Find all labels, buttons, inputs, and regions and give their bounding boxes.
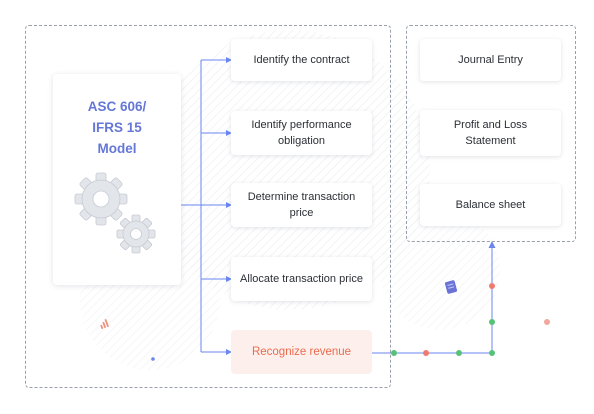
step-label: Identify the contract: [253, 54, 350, 66]
step-label: Allocate transaction price: [240, 273, 363, 285]
process-region: [25, 25, 391, 388]
connector-dot: [489, 283, 495, 289]
decor-dot: [151, 357, 155, 361]
step-allocate-price: Allocate transaction price: [231, 257, 372, 301]
connector-dot: [423, 350, 429, 356]
model-card: ASC 606/ IFRS 15 Model: [53, 74, 181, 285]
connector-dot: [456, 350, 462, 356]
model-title-line: Model: [97, 141, 137, 156]
step-label: Recognize revenue: [251, 346, 352, 358]
step-identify-obligation: Identify performance obligation: [231, 111, 372, 155]
connector-dot: [489, 319, 495, 325]
output-journal-entry: Journal Entry: [420, 39, 561, 81]
model-title-line: IFRS 15: [92, 120, 142, 135]
model-title: ASC 606/ IFRS 15 Model: [53, 96, 181, 159]
hatch-blob: [380, 210, 500, 330]
model-title-line: ASC 606/: [87, 99, 147, 114]
step-identify-contract: Identify the contract: [231, 39, 372, 81]
connector-dot: [391, 350, 397, 356]
step-label: Identify performance obligation: [251, 119, 352, 147]
step-label: Determine transaction price: [247, 191, 356, 219]
connector-dot: [489, 350, 495, 356]
output-label: Journal Entry: [458, 54, 523, 66]
output-profit-loss: Profit and Loss Statement: [420, 110, 561, 156]
step-recognize-revenue: Recognize revenue: [231, 330, 372, 374]
bar-icon: [100, 318, 109, 330]
gears-icon: [74, 172, 156, 254]
output-balance-sheet: Balance sheet: [420, 184, 561, 226]
output-label: Profit and Loss Statement: [453, 119, 528, 147]
output-label: Balance sheet: [455, 199, 526, 211]
step-connectors: [181, 59, 228, 353]
arrow-head-icon: [226, 57, 232, 355]
hatch-blob: [150, 30, 430, 310]
reports-region: [406, 25, 576, 242]
doc-icon: [444, 280, 458, 294]
step-determine-price: Determine transaction price: [231, 183, 372, 227]
arrow-head-icon: [488, 241, 496, 248]
decor-dot: [544, 319, 550, 325]
